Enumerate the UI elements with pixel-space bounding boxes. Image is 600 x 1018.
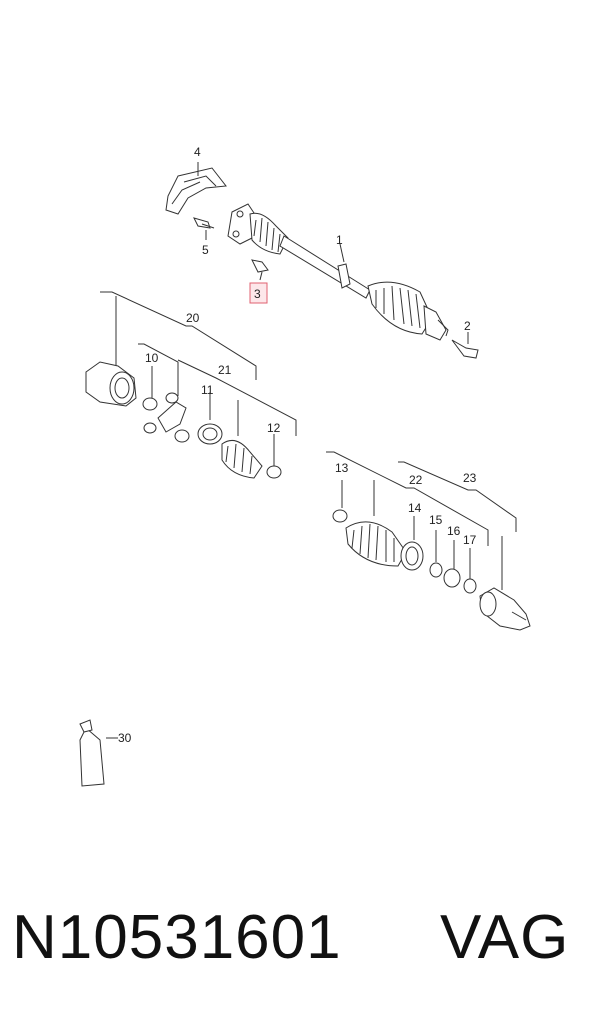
callout-4: 4 [194,145,201,159]
bolt-part-2 [451,332,479,359]
ring-part-10 [142,397,158,434]
callout-13: 13 [335,461,349,475]
bracket-part-4 [165,162,227,215]
tripod-joint [157,392,190,443]
drive-shaft-part-1 [227,203,449,341]
callout-16: 16 [447,524,461,538]
callout-30: 30 [118,731,132,745]
part-number: N10531601 [12,903,342,972]
callout-17: 17 [463,533,477,547]
callout-10: 10 [145,351,159,365]
part-caption: N10531601 VAG [0,888,600,988]
clamp-part-13 [332,509,348,523]
grease-tube-part-30 [79,719,118,787]
brand-name: VAG [440,903,570,972]
callout-23: 23 [463,471,477,485]
highlight-box [249,282,268,304]
callout-21: 21 [218,363,232,377]
outer-joint-part-23 [479,587,531,631]
group-lines-20-21 [100,291,297,466]
callout-5: 5 [202,243,209,257]
group-lines-22-23 [326,451,517,590]
callout-2: 2 [464,319,471,333]
ring-part-15 [429,562,443,578]
clamp-part-11 [197,423,223,445]
callout-14: 14 [408,501,422,515]
housing-part-20 [85,361,137,407]
callout-3: 3 [254,287,261,301]
callout-12: 12 [267,421,281,435]
exploded-parts-diagram: 1 2 3 4 5 10 11 12 13 14 15 16 17 20 21 … [79,145,531,787]
cap-part-16 [443,568,461,588]
clamp-part-14 [400,541,424,571]
bolt-part-3 [251,259,269,281]
clamp-part-12 [266,465,282,479]
boot-part-outer [345,521,407,567]
callout-22: 22 [409,473,423,487]
callout-1: 1 [336,233,343,247]
callout-labels: 1 2 3 4 5 10 11 12 13 14 15 16 17 20 21 … [118,145,477,745]
callout-20: 20 [186,311,200,325]
callout-15: 15 [429,513,443,527]
bolt-part-5 [193,217,215,240]
ring-part-17 [463,578,477,594]
callout-11: 11 [201,383,214,397]
boot-part-inner [221,439,263,479]
